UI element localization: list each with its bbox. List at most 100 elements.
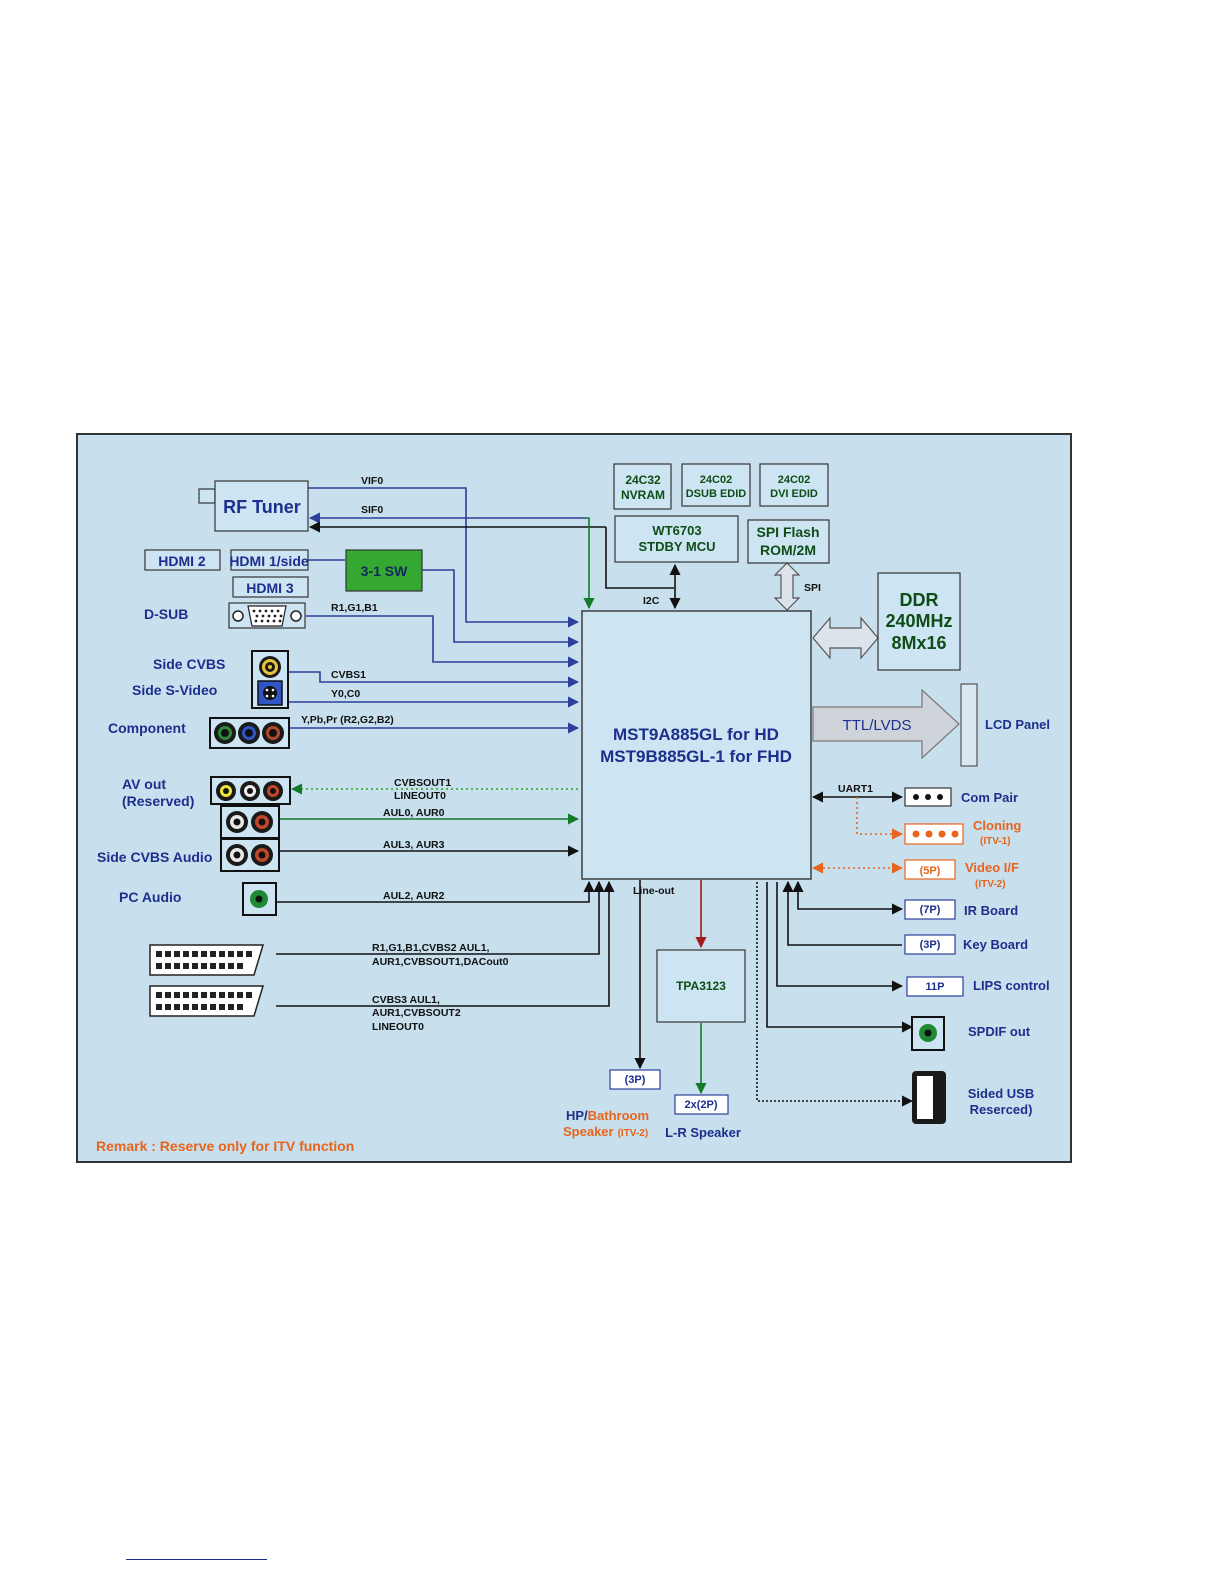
rf-tuner-box <box>214 480 309 532</box>
ddr-box <box>877 572 961 671</box>
ddr-label-2: 240MHz <box>885 611 952 631</box>
amp-box <box>656 949 746 1023</box>
hdmi3-box <box>232 576 309 598</box>
i2c-label: I2C <box>643 595 660 607</box>
mcu-label-1: WT6703 <box>652 523 701 538</box>
video-if-pin-label: (5P) <box>920 865 941 877</box>
spi-arrow <box>773 562 801 611</box>
scart2-label-3: LINEOUT0 <box>372 1021 424 1033</box>
spi-flash-label-1: SPI Flash <box>756 524 819 540</box>
lr-speaker-label: L-R Speaker <box>665 1125 741 1140</box>
ttl-lvds-arrow <box>812 688 960 760</box>
hp-pin-label: (3P) <box>625 1074 646 1086</box>
side-audio-connector-icon <box>220 805 280 839</box>
side-svideo-label: Side S-Video <box>132 682 217 698</box>
key-line <box>782 880 902 946</box>
cvbs1-line <box>288 671 580 688</box>
av-out-connector-icon <box>210 776 291 805</box>
dvi-edid-label-1: 24C02 <box>778 474 810 486</box>
scart1-label-2: AUR1,CVBSOUT1,DACout0 <box>372 956 509 968</box>
dsub-label: D-SUB <box>144 606 188 622</box>
soc-label-2: MST9B885GL-1 for FHD <box>600 747 792 766</box>
lips-label: LIPS control <box>973 978 1050 993</box>
aul2-label: AUL2, AUR2 <box>383 890 445 902</box>
rgb1-line <box>306 615 580 668</box>
video-if-label: Video I/F <box>965 860 1019 875</box>
nvram-label-1: 24C32 <box>625 473 661 487</box>
dsub-edid-box <box>681 463 751 507</box>
video-if-itv-label: (ITV-2) <box>975 879 1006 890</box>
video-if-connector <box>904 859 956 880</box>
pc-audio-label: PC Audio <box>119 889 181 905</box>
scart1-line <box>276 880 605 955</box>
mcu-box <box>614 515 739 563</box>
pc-audio-connector-icon <box>242 882 277 916</box>
spdif-label: SPDIF out <box>968 1024 1031 1039</box>
av-out-label-2: (Reserved) <box>122 793 194 809</box>
rf-tuner-label: RF Tuner <box>223 497 301 517</box>
ir-pin-label: (7P) <box>920 904 941 916</box>
cvbs1-label: CVBS1 <box>331 669 366 681</box>
rgb1-label: R1,G1,B1 <box>331 602 378 614</box>
hdmi3-label: HDMI 3 <box>246 580 294 596</box>
spi-flash-label-2: ROM/2M <box>760 542 816 558</box>
component-connector-icon <box>209 717 290 749</box>
tuner-antenna-stub <box>198 488 216 504</box>
lips-line <box>776 882 904 992</box>
side-cvbs-audio-connector-icon <box>220 838 280 872</box>
soc-box <box>581 610 812 880</box>
usb-label-1: Sided USB <box>968 1086 1034 1101</box>
key-connector <box>904 934 956 955</box>
i2c-riser <box>605 527 674 589</box>
aul2-line <box>276 880 595 903</box>
dvi-edid-label-2: DVI EDID <box>770 488 818 500</box>
usb-connector-icon <box>912 1071 946 1124</box>
mcu-label-2: STDBY MCU <box>638 539 715 554</box>
uart1-label: UART1 <box>838 783 873 795</box>
scart1-label-1: R1,G1,B1,CVBS2 AUL1, <box>372 942 490 954</box>
green-sif-line <box>583 517 595 610</box>
dsub-edid-label-1: 24C02 <box>700 474 732 486</box>
hp-label: HP/Bathroom <box>566 1108 649 1123</box>
com-pair-connector-icon <box>904 787 952 807</box>
com-pair-label: Com Pair <box>961 790 1018 805</box>
lips-connector <box>906 976 964 997</box>
cloning-itv-label: (ITV-1) <box>980 836 1011 847</box>
spdif-connector-icon <box>911 1016 945 1051</box>
ddr-label-3: 8Mx16 <box>891 633 946 653</box>
usb-label-2: Reserced) <box>970 1102 1033 1117</box>
aul0-label: AUL0, AUR0 <box>383 807 445 819</box>
ttl-lvds-label: TTL/LVDS <box>843 717 912 734</box>
scart2-line <box>276 880 615 1007</box>
nvram-label-2: NVRAM <box>621 488 665 502</box>
vif0-label: VIF0 <box>361 475 383 487</box>
switch-label: 3-1 SW <box>361 563 408 579</box>
remark-text: Remark : Reserve only for ITV function <box>96 1138 354 1154</box>
side-cvbs-svideo-connector-icon <box>251 650 289 709</box>
soc-label-1: MST9A885GL for HD <box>613 725 779 744</box>
dvi-edid-box <box>759 463 829 507</box>
lcd-panel-label: LCD Panel <box>985 717 1050 732</box>
ir-board-label: IR Board <box>964 903 1018 918</box>
ddr-label-1: DDR <box>900 590 939 610</box>
aul3-label: AUL3, AUR3 <box>383 839 445 851</box>
dsub-edid-label-2: DSUB EDID <box>686 488 747 500</box>
amp-label: TPA3123 <box>676 979 726 993</box>
component-label: Component <box>108 720 186 736</box>
side-cvbs-label: Side CVBS <box>153 656 225 672</box>
vif0-line <box>308 487 580 628</box>
ir-connector <box>904 899 956 920</box>
hdmi1-box <box>230 549 309 571</box>
av-out-label-1: AV out <box>122 776 166 792</box>
hdmi1-label: HDMI 1/side <box>229 553 309 569</box>
lineout0-label: LINEOUT0 <box>394 790 446 802</box>
speaker-connector <box>674 1094 729 1115</box>
hdmi2-label: HDMI 2 <box>158 553 206 569</box>
ypbpr-label: Y,Pb,Pr (R2,G2,B2) <box>301 714 394 726</box>
hp-connector <box>609 1069 661 1090</box>
line-out-label: Line-out <box>633 885 675 897</box>
key-board-label: Key Board <box>963 937 1028 952</box>
scart1-connector-icon <box>149 944 265 976</box>
spi-flash-box <box>747 519 830 564</box>
